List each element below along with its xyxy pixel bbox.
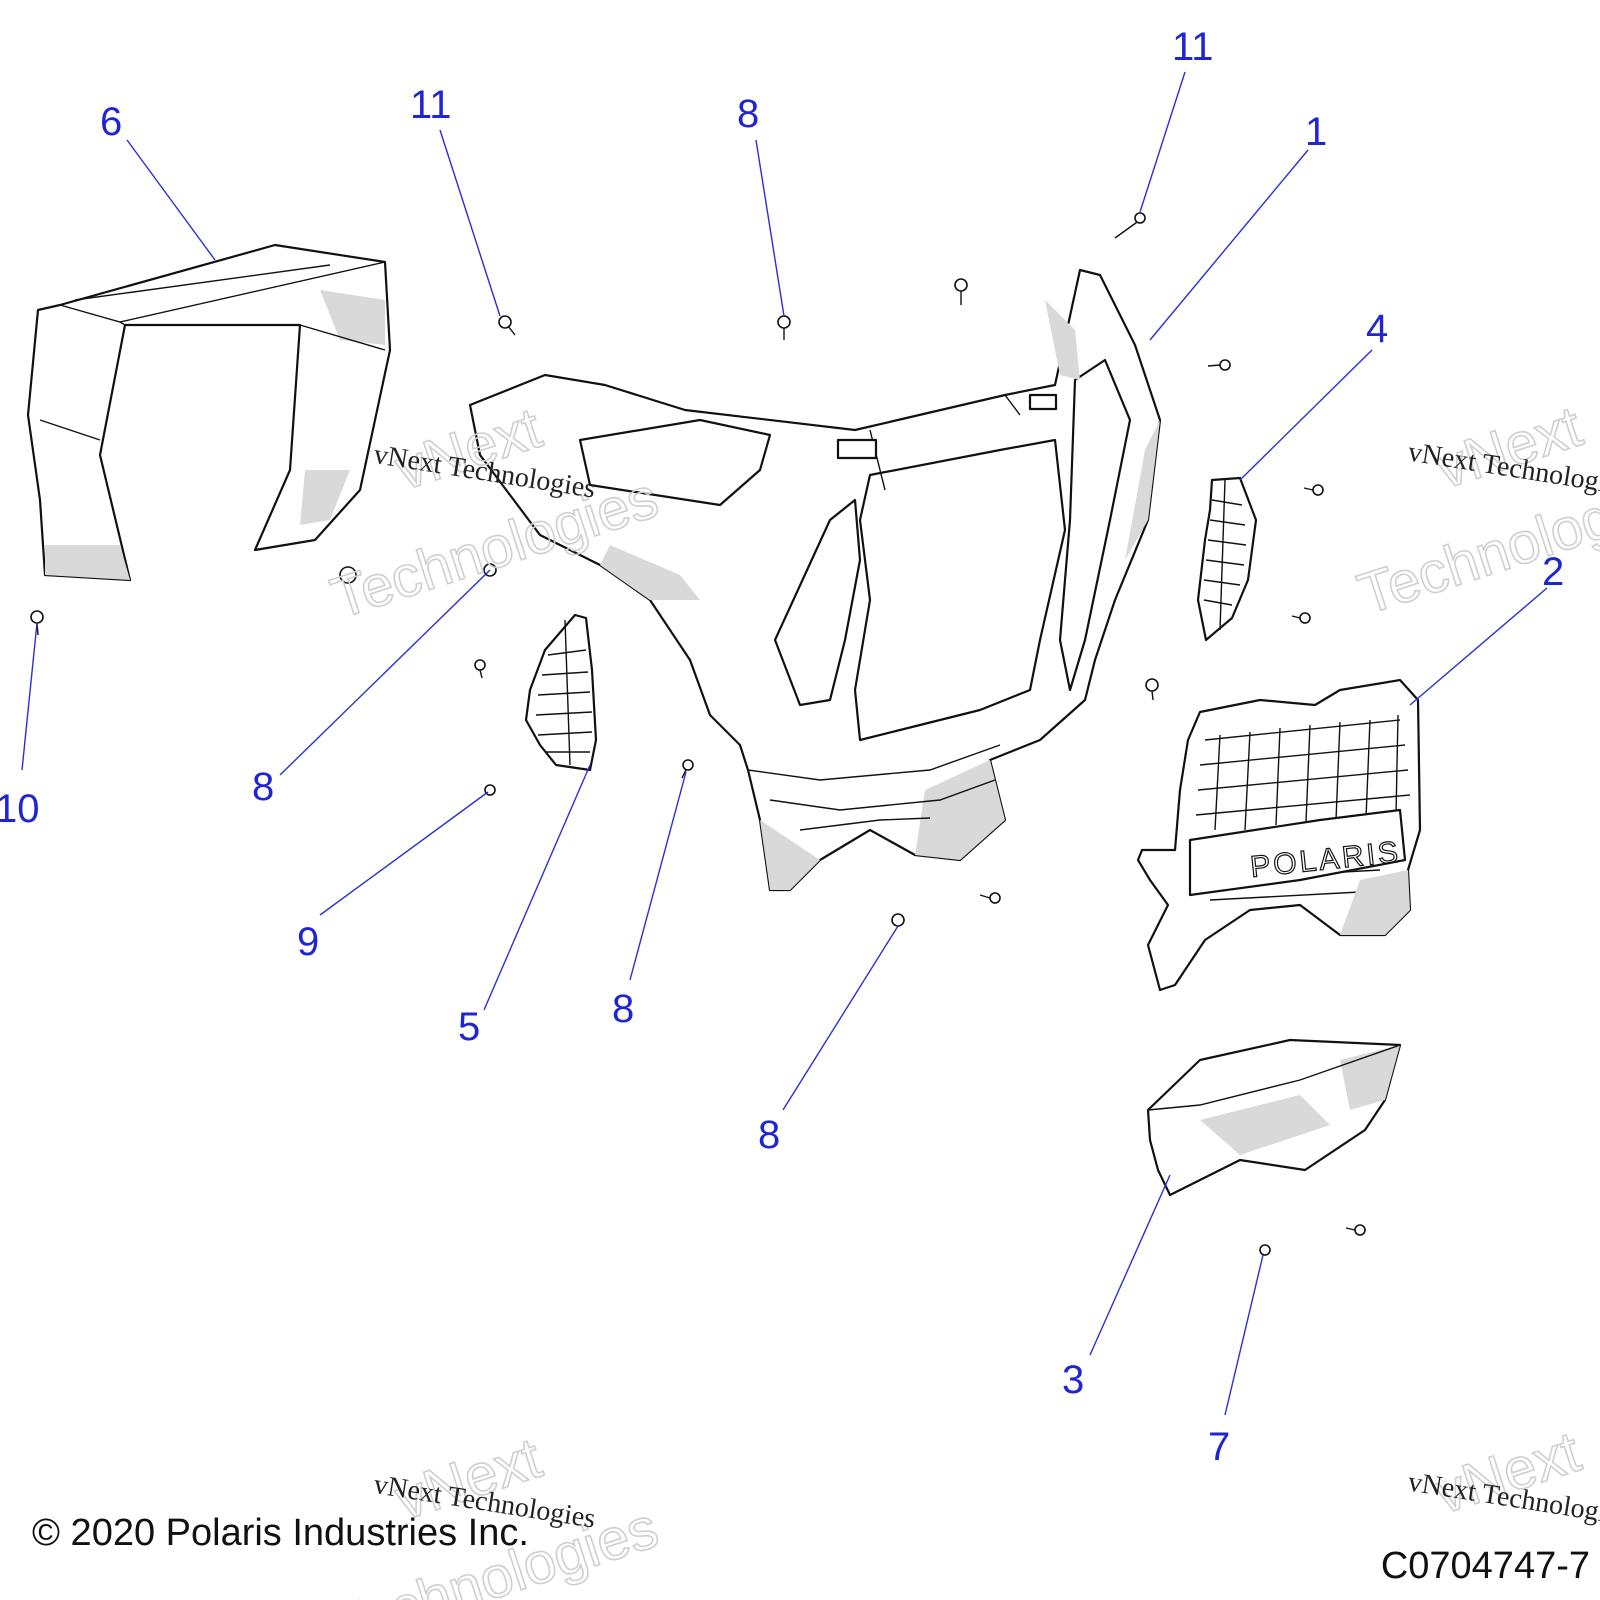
screw-icon bbox=[474, 659, 486, 679]
callout-3: 3 bbox=[1062, 1358, 1084, 1402]
screw-icon bbox=[891, 913, 905, 927]
callout-2: 2 bbox=[1542, 550, 1564, 594]
callout-4: 4 bbox=[1366, 307, 1388, 351]
callout-7: 7 bbox=[1208, 1425, 1230, 1469]
screw-icon bbox=[1259, 1244, 1271, 1256]
screw-icon bbox=[498, 315, 516, 336]
screw-icon bbox=[1114, 212, 1146, 239]
screw-icon bbox=[681, 759, 694, 779]
watermark-bottom-right: vNext vNext Technologies bbox=[1406, 1418, 1600, 1532]
callouts: 6 11 8 11 1 4 2 8 10 9 5 8 8 3 7 bbox=[0, 25, 1564, 1469]
screw-icon bbox=[339, 566, 357, 584]
screw-icon bbox=[777, 315, 791, 340]
callout-1: 1 bbox=[1305, 110, 1327, 154]
callout-11-left: 11 bbox=[410, 83, 452, 127]
screw-icon bbox=[979, 892, 1001, 904]
callout-6: 6 bbox=[100, 100, 122, 144]
part-6-shroud bbox=[26, 243, 392, 582]
part-5-left-vent bbox=[524, 613, 598, 772]
part-2-grille: POLARIS bbox=[1136, 678, 1422, 992]
diagram-code: C0704747-7 bbox=[1381, 1545, 1590, 1587]
callout-5: 5 bbox=[458, 1005, 480, 1049]
callout-8-bottom: 8 bbox=[758, 1113, 780, 1157]
leader-lines bbox=[21, 71, 1548, 1416]
screw-icon bbox=[1291, 612, 1311, 624]
callout-8-left: 8 bbox=[252, 765, 274, 809]
part-4-right-vent bbox=[1196, 476, 1258, 642]
screw-icon bbox=[954, 278, 968, 305]
callout-11-right: 11 bbox=[1172, 25, 1214, 69]
part-1-front-fascia bbox=[468, 268, 1162, 892]
screw-icon bbox=[1207, 359, 1231, 371]
part-3-lower-panel bbox=[1146, 1038, 1402, 1197]
callout-9: 9 bbox=[297, 920, 319, 964]
screw-icon bbox=[1345, 1224, 1366, 1236]
fasteners bbox=[30, 212, 1366, 1256]
callout-8-mid: 8 bbox=[612, 987, 634, 1031]
grille-mesh bbox=[1195, 714, 1411, 901]
callout-10: 10 bbox=[0, 787, 40, 831]
screw-icon bbox=[1145, 678, 1159, 701]
screw-icon bbox=[1303, 484, 1324, 496]
callout-8-top: 8 bbox=[737, 92, 759, 136]
copyright-text: © 2020 Polaris Industries Inc. bbox=[32, 1512, 529, 1554]
